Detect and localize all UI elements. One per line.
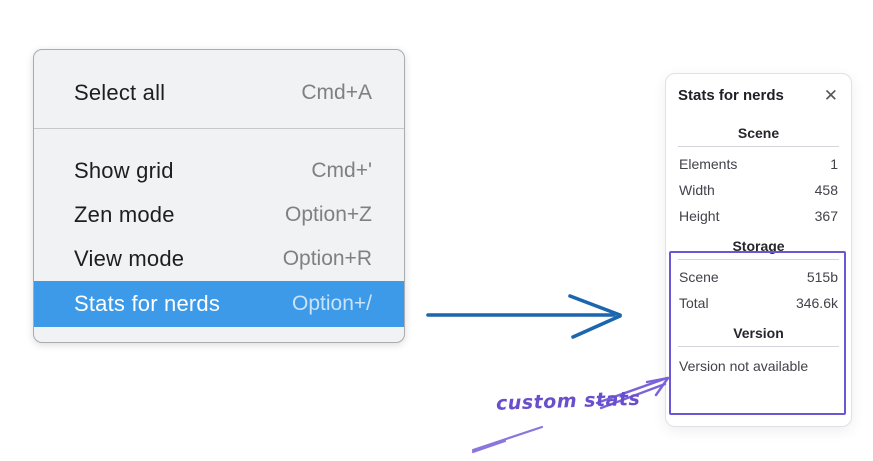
version-status-text: Version not available [679,358,809,374]
stat-value: 458 [814,182,838,198]
stat-row-total-storage: Total 346.6k [678,290,839,316]
section-header: Storage [732,238,785,254]
stat-label: Height [679,208,720,224]
annotation-label: custom stats [495,387,641,415]
stat-value: 515b [806,269,838,285]
stat-label: Scene [679,269,719,285]
stat-row-scene-storage: Scene 515b [678,264,839,290]
menu-item-shortcut: Cmd+' [311,159,372,182]
stat-row-elements: Elements 1 [678,151,839,177]
menu-item-label: Show grid [74,158,174,183]
menu-item-label: Stats for nerds [74,291,221,316]
section-header: Version [733,325,784,341]
menu-item-view-mode[interactable]: View mode Option+R [34,237,404,281]
stats-panel: Stats for nerds ✕ Scene Elements 1 Width… [665,73,852,427]
menu-item-zen-mode[interactable]: Zen mode Option+Z [34,193,404,237]
stat-value: 1 [830,156,838,172]
section-divider [678,259,839,260]
section-divider [678,146,839,147]
stat-row-width: Width 458 [678,177,839,203]
stat-label: Width [679,182,715,198]
section-divider [678,346,839,347]
stats-panel-title: Stats for nerds [678,87,784,104]
menu-item-select-all[interactable]: Select all Cmd+A [34,58,404,128]
stat-value: 367 [814,208,838,224]
stat-row-height: Height 367 [678,203,839,229]
context-menu: Select all Cmd+A Show grid Cmd+' Zen mod… [33,49,405,343]
stats-panel-header: Stats for nerds ✕ [678,87,839,104]
menu-item-shortcut: Option+Z [285,203,372,226]
flow-arrow-icon [426,294,622,339]
stat-value: 346.6k [795,295,838,311]
stats-section-scene: Scene Elements 1 Width 458 Height 367 [678,116,839,229]
close-icon[interactable]: ✕ [823,86,838,105]
annotation-dash-icon [471,425,544,454]
stats-section-version: Version Version not available [678,316,839,376]
menu-item-shortcut: Cmd+A [301,81,372,104]
menu-item-label: View mode [74,246,185,271]
section-header: Scene [737,125,780,141]
stat-label: Elements [679,156,738,172]
menu-item-stats-for-nerds[interactable]: Stats for nerds Option+/ [34,281,404,327]
menu-item-shortcut: Option+R [282,247,372,270]
menu-item-show-grid[interactable]: Show grid Cmd+' [34,149,404,193]
menu-divider [34,128,404,129]
stat-label: Total [679,295,709,311]
stats-section-storage: Storage Scene 515b Total 346.6k [678,229,839,316]
menu-item-label: Zen mode [74,202,175,227]
menu-item-shortcut: Option+/ [292,292,372,315]
menu-item-label: Select all [74,80,166,105]
